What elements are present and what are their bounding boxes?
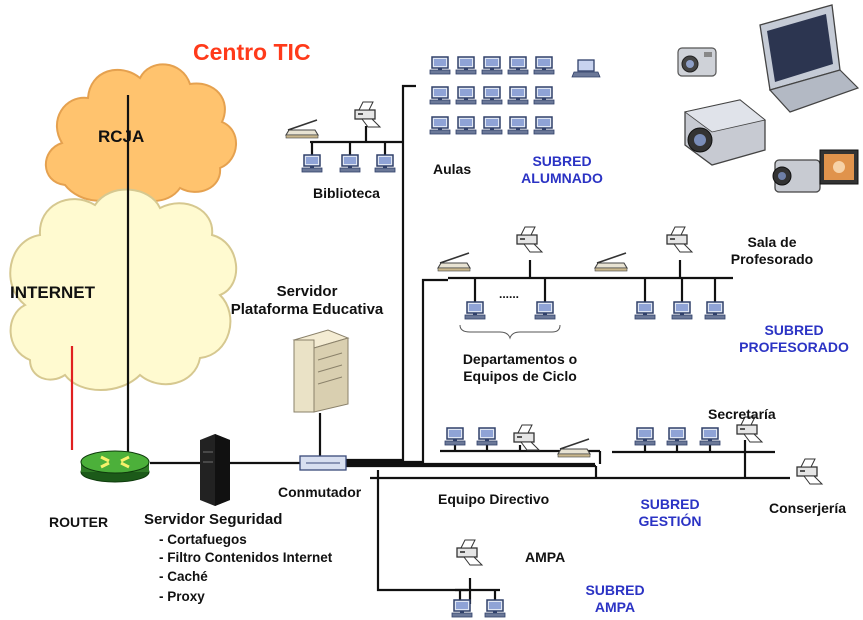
- subnet-line: SUBRED: [764, 322, 824, 338]
- security-feature: - Caché: [159, 569, 208, 584]
- secretaria-label: Secretaría: [708, 406, 776, 422]
- network-links: [126, 84, 790, 604]
- departamentos-brace: [459, 324, 561, 340]
- switch-label: Conmutador: [278, 484, 362, 500]
- education-server: [292, 329, 350, 413]
- subnet-line: SUBRED: [585, 582, 645, 598]
- pc-icon: [444, 427, 466, 446]
- video-camera-icon: [772, 149, 859, 193]
- security-server: [200, 434, 230, 506]
- departamentos-line1: Departamentos o: [462, 351, 578, 367]
- pc-icon: [476, 427, 498, 446]
- laptop-icon: [759, 4, 860, 113]
- scanner-icon: [437, 252, 471, 272]
- subnet-profesorado-label: SUBRED PROFESORADO: [728, 322, 860, 356]
- switch: [299, 455, 347, 471]
- departamentos-label: Departamentos o Equipos de Ciclo: [445, 351, 595, 385]
- scanner-icon: [594, 252, 628, 272]
- pc-icon: [301, 154, 323, 173]
- subnet-line: ALUMNADO: [521, 169, 603, 186]
- camera-icon: [677, 47, 717, 77]
- subnet-line: AMPA: [594, 598, 636, 615]
- printer-icon: [666, 226, 693, 253]
- router-label: ROUTER: [49, 514, 109, 530]
- printer-icon: [354, 101, 381, 128]
- security-feature: - Filtro Contenidos Internet: [159, 550, 333, 565]
- printer-icon: [456, 539, 483, 566]
- pc-icon: [464, 301, 486, 320]
- scanner-icon: [285, 119, 319, 139]
- pc-icon: [704, 301, 726, 320]
- ellipsis-label: ......: [499, 287, 520, 301]
- sala-line1: Sala de: [747, 234, 797, 250]
- pc-icon: [484, 599, 506, 618]
- pc-icon: [534, 301, 556, 320]
- education-server-line1: Servidor: [276, 283, 338, 300]
- printer-icon: [516, 226, 543, 253]
- subnet-line: SUBRED: [640, 496, 700, 512]
- pc-icon: [699, 427, 721, 446]
- rcja-label: RCJA: [98, 127, 145, 146]
- subnet-line: SUBRED: [532, 153, 592, 169]
- subnet-alumnado-label: SUBRED ALUMNADO: [507, 153, 617, 187]
- pc-icon: [634, 301, 656, 320]
- pc-icon: [671, 301, 693, 320]
- projector-icon: [684, 99, 766, 166]
- education-server-line2: Plataforma Educativa: [230, 301, 384, 318]
- scanner-icon: [557, 438, 591, 458]
- aulas-pc-grid: [429, 56, 555, 135]
- subnet-line: PROFESORADO: [739, 338, 849, 355]
- subnet-ampa-label: SUBRED AMPA: [570, 582, 660, 616]
- internet-label: INTERNET: [10, 283, 95, 302]
- subnet-gestion-label: SUBRED GESTIÓN: [625, 496, 715, 530]
- conserjeria-label: Conserjería: [769, 500, 847, 516]
- pc-icon: [666, 427, 688, 446]
- security-server-label: Servidor Seguridad: [144, 511, 283, 528]
- aulas-label: Aulas: [433, 161, 472, 177]
- printer-icon: [796, 458, 823, 485]
- sala-profesorado-label: Sala de Profesorado: [717, 234, 827, 268]
- security-feature: - Proxy: [159, 589, 205, 604]
- subnet-line: GESTIÓN: [638, 512, 702, 529]
- pc-icon: [634, 427, 656, 446]
- laptop-icon: [571, 59, 601, 78]
- ampa-label: AMPA: [525, 549, 566, 565]
- internet-cloud: [9, 188, 238, 391]
- pc-icon: [339, 154, 361, 173]
- biblioteca-label: Biblioteca: [313, 185, 380, 201]
- security-feature: - Cortafuegos: [159, 532, 247, 547]
- equipo-directivo-label: Equipo Directivo: [438, 491, 550, 507]
- printer-icon: [513, 424, 540, 451]
- departamentos-line2: Equipos de Ciclo: [463, 367, 577, 384]
- sala-line2: Profesorado: [730, 250, 814, 267]
- diagram-title: Centro TIC: [193, 39, 311, 65]
- pc-icon: [374, 154, 396, 173]
- pc-icon: [451, 599, 473, 618]
- education-server-label: Servidor Plataforma Educativa: [210, 283, 404, 319]
- router: [80, 450, 150, 483]
